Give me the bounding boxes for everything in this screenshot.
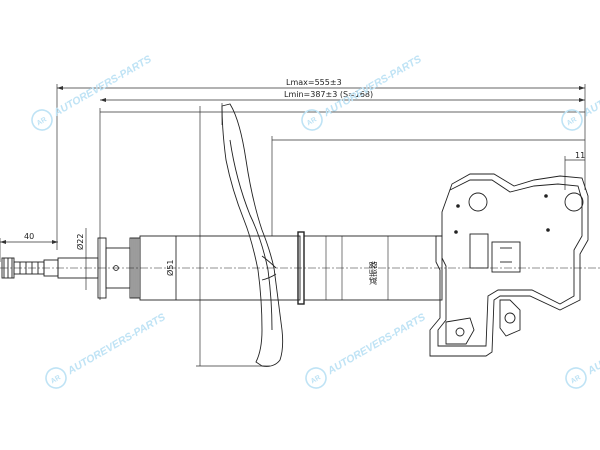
- watermark-text: AUTOREVERS-PARTS: [585, 311, 600, 377]
- watermark-text: AUTOREVERS-PARTS: [65, 311, 168, 377]
- watermark-badge-icon: [561, 109, 583, 131]
- watermark-monogram: AR: [310, 374, 322, 385]
- watermark-badge-icon: [565, 367, 587, 389]
- dim-lmin: Lmin=387±3 (S=168): [284, 90, 373, 99]
- bracket-bolt-marks: [454, 194, 550, 234]
- watermark-badge-icon: [31, 109, 53, 131]
- watermark-monogram: AR: [306, 116, 318, 127]
- watermark-bottom-right: AR AUTOREVERS-PARTS: [565, 311, 600, 389]
- strut-body: [0, 103, 600, 367]
- watermark-monogram: AR: [50, 374, 62, 385]
- dimension-arrows: [0, 86, 585, 244]
- watermark-text: AUTOREVERS-PARTS: [325, 311, 428, 377]
- dim-dia-51: Ø51: [165, 260, 175, 276]
- watermark-top-right: AR AUTOREVERS-PARTS: [561, 53, 600, 131]
- center-label: 减振器: [368, 261, 378, 285]
- watermark-monogram: AR: [36, 116, 48, 127]
- watermark-badge-icon: [305, 367, 327, 389]
- watermark-badge-icon: [45, 367, 67, 389]
- watermark-top-left: AR AUTOREVERS-PARTS: [31, 53, 154, 131]
- watermark-bottom-left: AR AUTOREVERS-PARTS: [45, 311, 168, 389]
- watermark-monogram: AR: [570, 374, 582, 385]
- dim-dia-22: Ø22: [75, 234, 85, 250]
- watermark-monogram: AR: [566, 116, 578, 127]
- watermark-bottom-center: AR AUTOREVERS-PARTS: [305, 311, 428, 389]
- watermark-badge-icon: [301, 109, 323, 131]
- dim-offset-11: 11: [575, 151, 585, 160]
- dim-stem-40: 40: [24, 232, 34, 241]
- watermark-text: AUTOREVERS-PARTS: [581, 53, 600, 119]
- dim-lmax: Lmax=555±3: [286, 78, 342, 87]
- watermark-text: AUTOREVERS-PARTS: [51, 53, 154, 119]
- dimension-lines: [0, 84, 586, 367]
